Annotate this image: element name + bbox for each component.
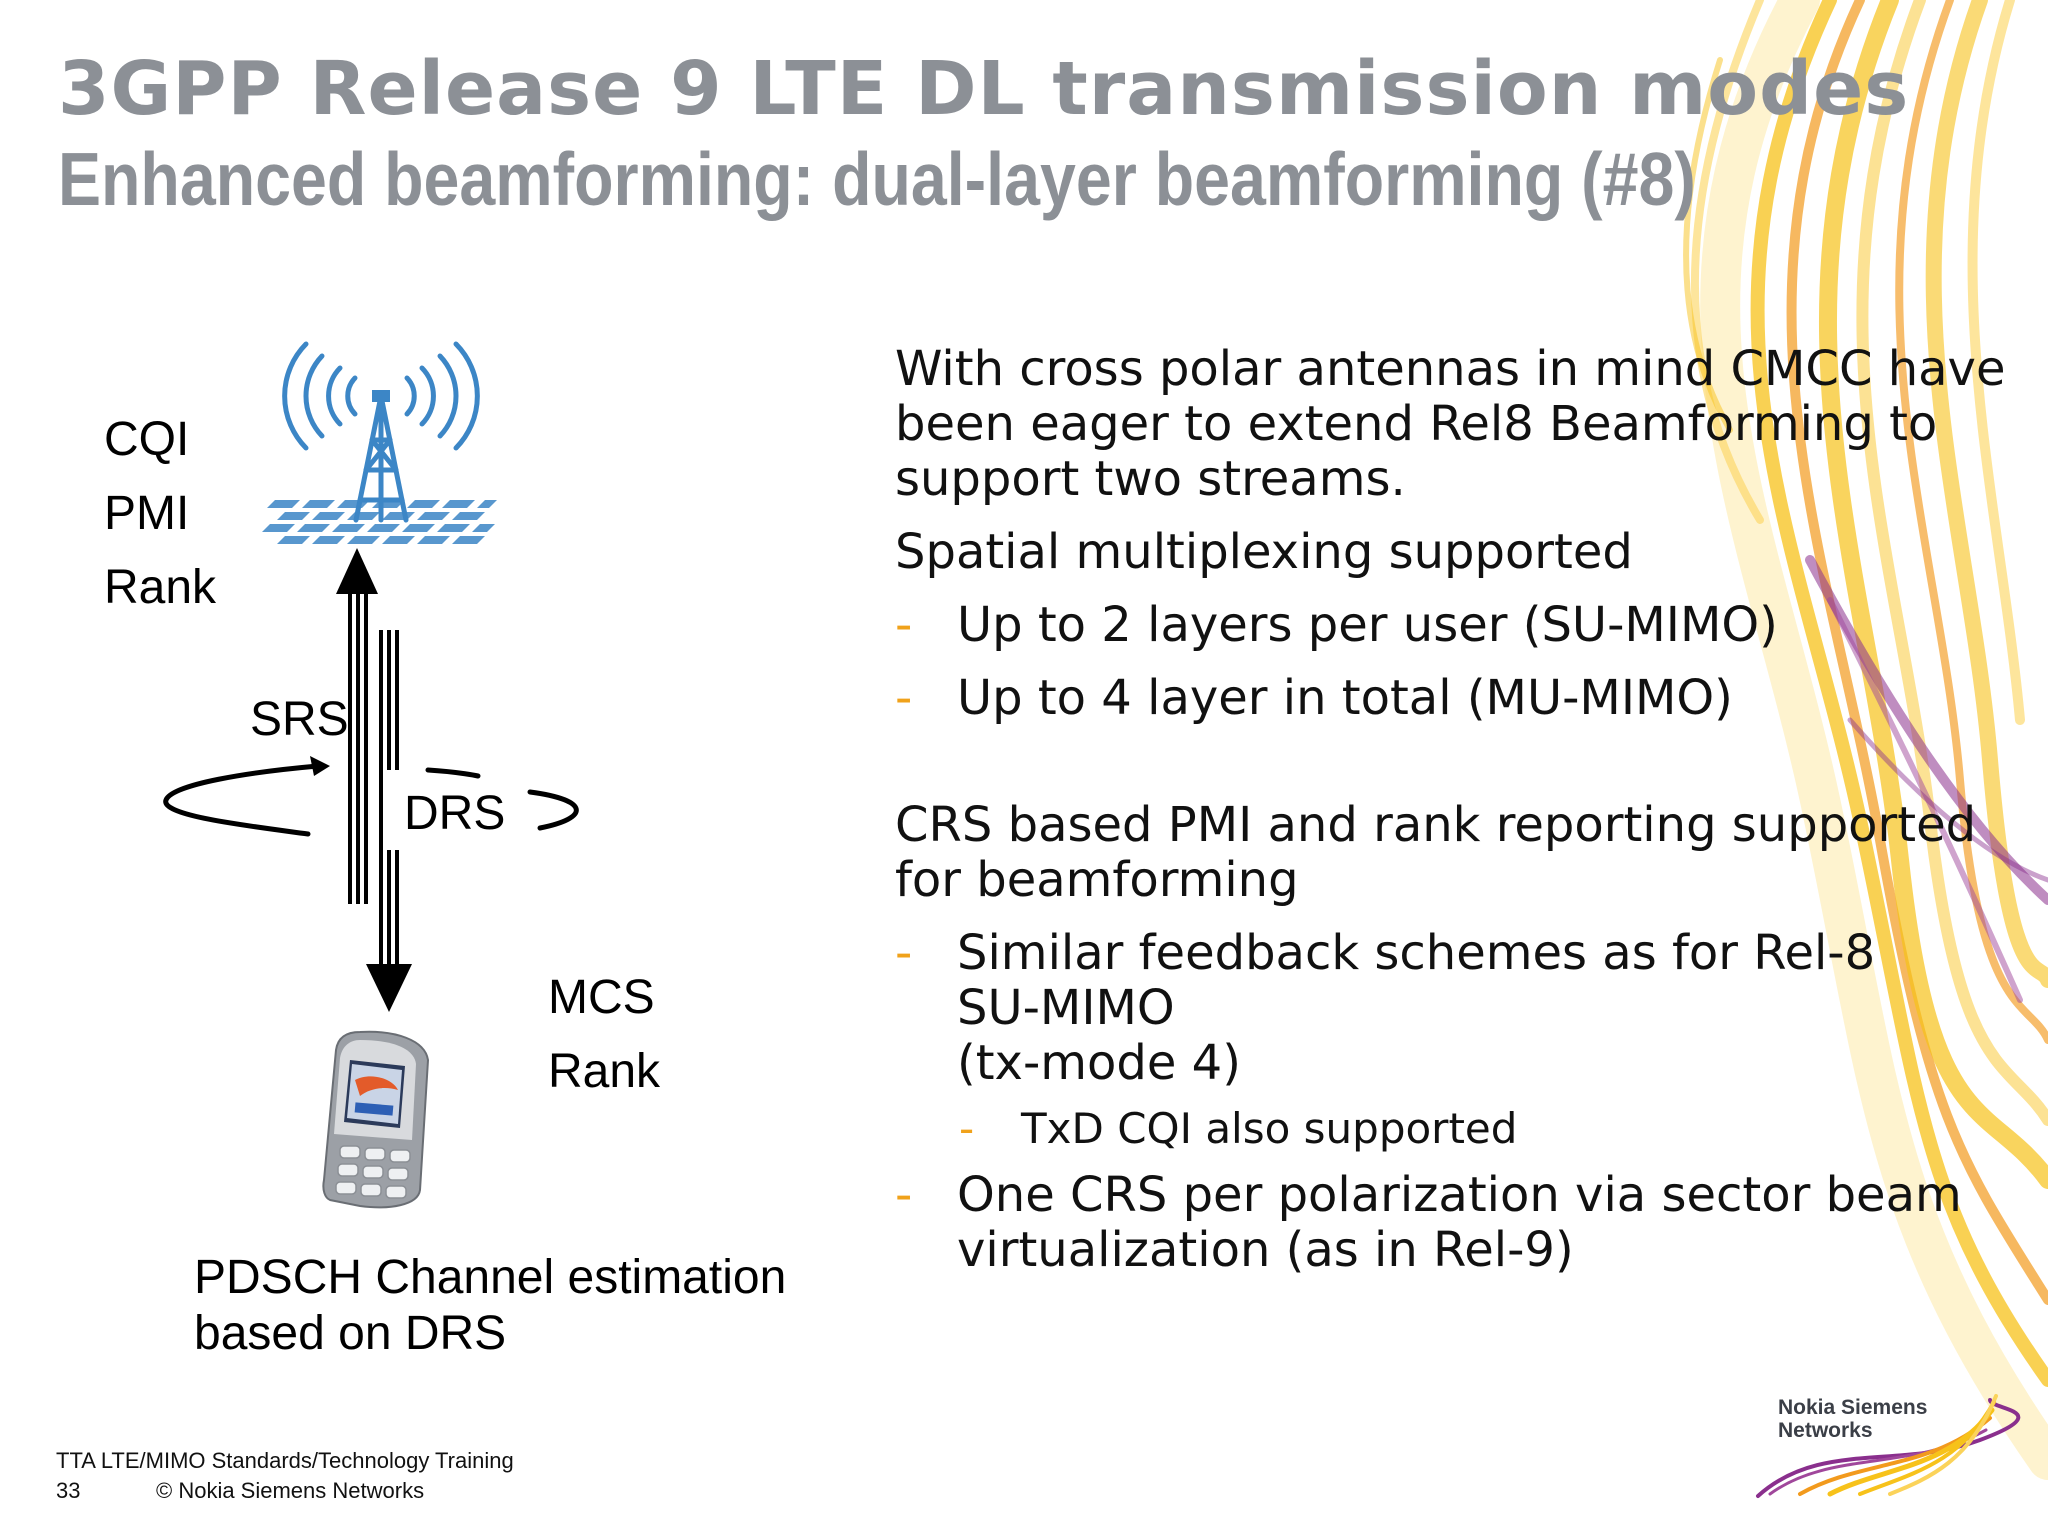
bullet-dash: - xyxy=(895,1167,913,1223)
footer-course: TTA LTE/MIMO Standards/Technology Traini… xyxy=(56,1448,514,1473)
footer-page-number: 33 xyxy=(56,1478,81,1503)
label-rank-uplink: Rank xyxy=(104,561,217,614)
beam-ellipse-arrow xyxy=(163,763,579,837)
bullet-dash: - xyxy=(895,925,913,981)
slide-subtitle: Enhanced beamforming: dual-layer beamfor… xyxy=(58,137,1696,221)
slide-title: 3GPP Release 9 LTE DL transmission modes xyxy=(58,46,1910,132)
bullet-dash: - xyxy=(895,597,913,653)
bullet-text: Up to 4 layer in total (MU-MIMO) xyxy=(957,670,1733,726)
label-srs: SRS xyxy=(250,693,349,746)
bullet-text: Similar feedback schemes as for Rel-8 SU… xyxy=(957,925,1876,1091)
paragraph-crs-pmi: CRS based PMI and rank reporting support… xyxy=(895,797,1977,908)
bullet-text: Up to 2 layers per user (SU-MIMO) xyxy=(957,597,1778,653)
logo-line-2: Networks xyxy=(1778,1419,1873,1442)
logo-line-1: Nokia Siemens xyxy=(1778,1396,1928,1419)
label-mcs: MCS xyxy=(548,971,655,1024)
label-pmi: PMI xyxy=(104,487,190,540)
sub-bullet-item: - TxD CQI also supported xyxy=(959,1101,2015,1156)
paragraph-spatial-multiplexing: Spatial multiplexing supported xyxy=(895,524,1633,580)
mobile-phone-icon xyxy=(322,1030,430,1209)
caption-line-1: PDSCH Channel estimation xyxy=(194,1251,787,1304)
sub-bullet-text: TxD CQI also supported xyxy=(1021,1104,1518,1153)
paragraph-cross-polar: With cross polar antennas in mind CMCC h… xyxy=(895,341,2006,507)
label-cqi: CQI xyxy=(104,413,190,466)
bullet-item: - Similar feedback schemes as for Rel-8 … xyxy=(895,926,2015,1091)
company-logo: Nokia Siemens Networks xyxy=(1778,1396,1927,1442)
footer-copyright: © Nokia Siemens Networks xyxy=(156,1478,425,1503)
label-rank-downlink: Rank xyxy=(548,1045,661,1098)
bullet-dash: - xyxy=(895,670,913,726)
bullet-text: One CRS per polarization via sector beam… xyxy=(957,1167,1962,1278)
label-drs: DRS xyxy=(404,787,506,840)
caption-line-2: based on DRS xyxy=(194,1307,507,1360)
bullet-dash: - xyxy=(959,1104,975,1153)
slide-content: With cross polar antennas in mind CMCC h… xyxy=(895,342,2015,1278)
base-station-tower-icon xyxy=(262,341,497,544)
bullet-item: - One CRS per polarization via sector be… xyxy=(895,1168,2015,1278)
uplink-arrow xyxy=(336,548,378,904)
bullet-item: - Up to 4 layer in total (MU-MIMO) xyxy=(895,671,2015,726)
bullet-item: - Up to 2 layers per user (SU-MIMO) xyxy=(895,598,2015,653)
